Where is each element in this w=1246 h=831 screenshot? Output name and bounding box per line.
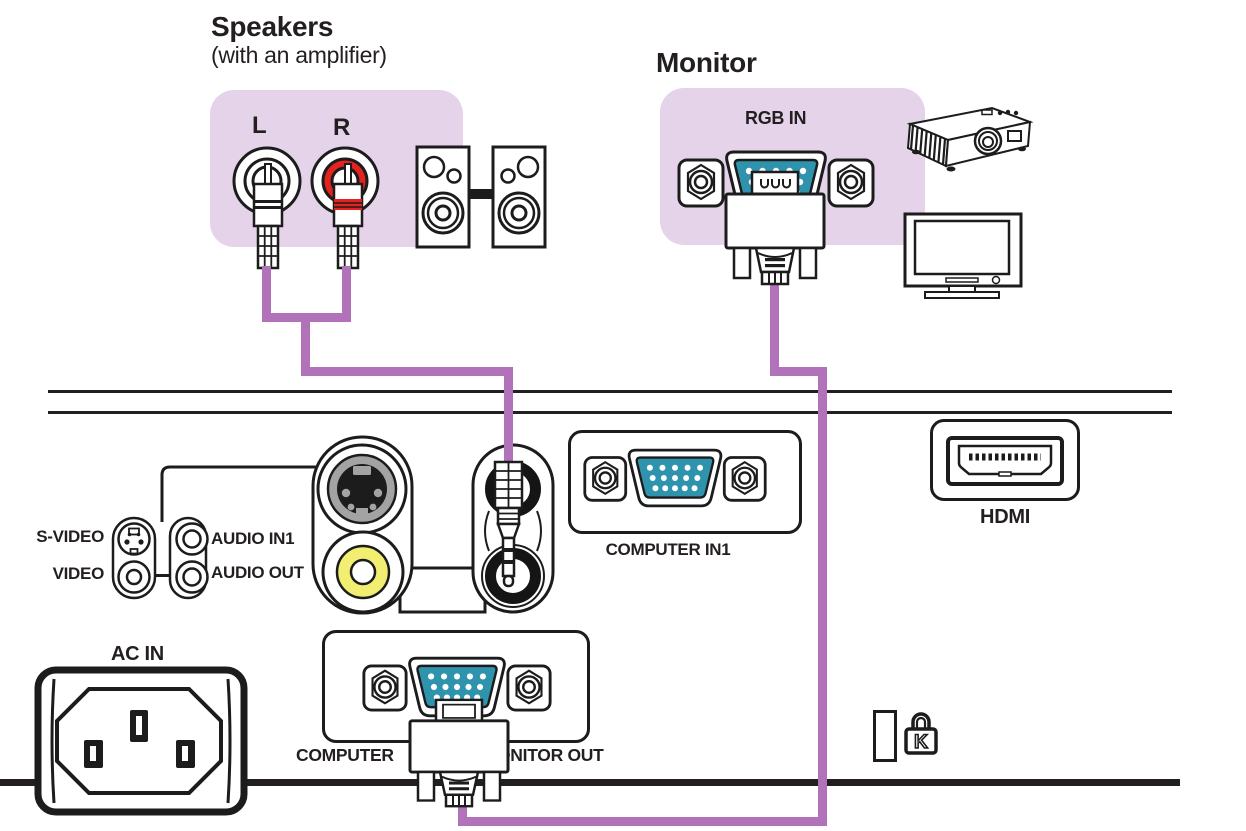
- kensington-slot-icon: [873, 710, 897, 762]
- tv-monitor-icon: [903, 212, 1023, 299]
- rgb-in-label: RGB IN: [745, 108, 807, 128]
- vga-port-computer-in1-icon: [583, 448, 767, 508]
- s-video-label: S-VIDEO: [36, 527, 104, 546]
- rgb-cable-jog: [770, 367, 827, 376]
- rgb-cable-drop: [818, 367, 827, 826]
- composite-video-port-icon: [321, 530, 405, 614]
- separator-line-bottom: [48, 411, 1172, 414]
- ac-inlet-icon: [34, 666, 248, 816]
- left-channel-label: L: [252, 112, 267, 139]
- audio-cable-right-stub: [342, 266, 351, 322]
- audio-cable-horizontal: [301, 367, 513, 376]
- speakers-subtitle: (with an amplifier): [211, 42, 387, 68]
- s-video-port-icon: [316, 443, 408, 535]
- audio-out-label: AUDIO OUT: [211, 563, 304, 582]
- audio-in1-legend-icon: [175, 522, 209, 556]
- audio-cable-drop1: [301, 313, 310, 375]
- kensington-k-letter: K: [914, 732, 928, 753]
- speaker-pair-icon: [415, 145, 547, 249]
- vga-plug-monitor-out-icon: [408, 698, 510, 808]
- rgb-cable-plug-stub: [458, 795, 467, 826]
- rgb-cable-bottom: [458, 817, 827, 826]
- kensington-lock-icon: K: [904, 712, 938, 755]
- mini-plug-icon: [493, 428, 524, 588]
- audio-out-legend-icon: [175, 560, 209, 594]
- hdmi-port-icon: [946, 436, 1064, 486]
- vga-plug-rgb-in-icon: [724, 170, 826, 286]
- separator-line-top: [48, 390, 1172, 393]
- audio-cable-drop2: [504, 367, 513, 462]
- right-channel-label: R: [333, 114, 351, 141]
- projector-icon: [906, 106, 1034, 172]
- monitor-out-label-right: ONITOR OUT: [497, 745, 604, 765]
- s-video-legend-icon: [117, 522, 151, 556]
- audio-in1-label: AUDIO IN1: [211, 529, 295, 548]
- vga-port-monitor-out-icon: [362, 656, 552, 718]
- hdmi-label: HDMI: [980, 506, 1030, 528]
- panel-bottom-edge: [0, 779, 1180, 786]
- ac-in-label: AC IN: [111, 643, 164, 665]
- rca-plug-right-icon: [332, 163, 364, 270]
- rgb-cable-stub: [770, 284, 779, 376]
- rca-plug-left-icon: [252, 163, 284, 270]
- speakers-title: Speakers: [211, 11, 334, 42]
- computer-in1-label: COMPUTER IN1: [605, 540, 731, 559]
- video-label: VIDEO: [52, 564, 105, 583]
- audio-cable-left-stub: [262, 266, 271, 322]
- monitor-out-label-left: COMPUTER: [296, 745, 394, 765]
- monitor-title: Monitor: [656, 47, 757, 78]
- video-legend-icon: [117, 560, 151, 594]
